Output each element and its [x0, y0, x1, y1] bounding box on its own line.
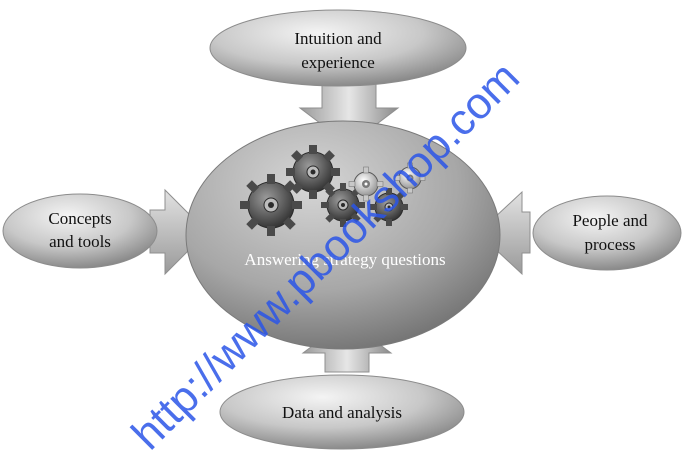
left-node: [2, 193, 158, 269]
left-node-label-line1: Concepts: [48, 209, 111, 228]
bottom-node-label: Data and analysis: [282, 403, 402, 422]
gear-large-icon: [240, 174, 302, 236]
arrow-left: [149, 188, 208, 276]
bottom-node: [219, 374, 465, 450]
right-node-label-line1: People and: [572, 211, 648, 230]
left-node-label-line2: and tools: [49, 232, 111, 251]
gear-right-dark-icon: [370, 188, 408, 226]
gears-icon: [240, 145, 426, 236]
top-node-label-line2: experience: [301, 53, 375, 72]
gear-middle-icon: [321, 183, 365, 227]
center-label: Answering strategy questions: [244, 250, 445, 269]
gear-small-light-icon: [348, 166, 384, 202]
right-node: [532, 195, 682, 271]
arrow-right: [477, 190, 531, 276]
top-node: [209, 9, 467, 87]
right-node-label-line2: process: [585, 235, 636, 254]
top-node-label-line1: Intuition and: [294, 29, 382, 48]
gear-far-right-light-icon: [394, 162, 426, 194]
gear-top-icon: [286, 145, 340, 199]
